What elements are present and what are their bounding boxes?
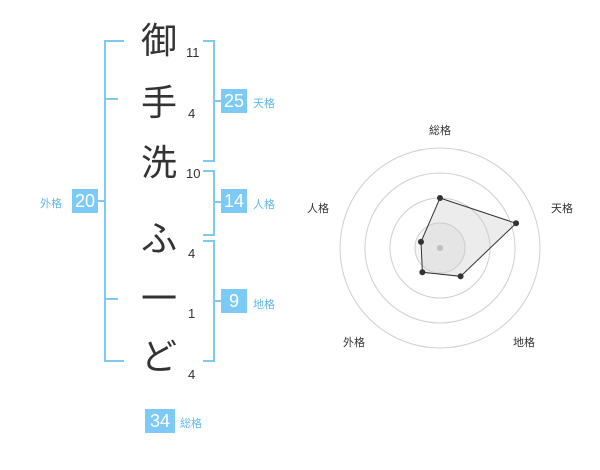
gaikaku-label: 外格 xyxy=(40,197,62,210)
chikaku-bracket xyxy=(203,240,215,362)
tenkaku-connector xyxy=(215,100,221,102)
chikaku-value: 9 xyxy=(221,289,247,313)
gaikaku-bracket-tick-bottom xyxy=(104,298,118,300)
jinkaku-connector xyxy=(215,201,221,203)
radar-point-4 xyxy=(419,269,426,276)
name-char-6: ど xyxy=(141,337,178,378)
name-char-3: 洗 xyxy=(141,143,178,184)
name-char-5: 一 xyxy=(141,279,178,320)
radar-point-1 xyxy=(437,195,443,201)
gaikaku-bracket xyxy=(104,40,124,362)
radar-point-2 xyxy=(513,220,520,227)
radar-axis-label-3: 地格 xyxy=(513,335,535,349)
radar-value-shape xyxy=(420,197,518,277)
jinkaku-bracket xyxy=(203,170,215,236)
stroke-count-6: 4 xyxy=(188,367,196,382)
radar-axis-label-2: 天格 xyxy=(551,201,573,215)
jinkaku-value: 14 xyxy=(221,189,247,213)
stroke-count-5: 1 xyxy=(188,306,196,321)
stroke-count-2: 4 xyxy=(188,106,196,121)
radar-center-dot xyxy=(437,245,443,251)
stroke-count-1: 11 xyxy=(186,45,200,60)
radar-point-5 xyxy=(417,238,424,245)
tenkaku-label: 天格 xyxy=(253,97,275,110)
gaikaku-bracket-tick-top xyxy=(104,98,118,100)
radar-axis-label-5: 人格 xyxy=(307,201,329,215)
tenkaku-bracket xyxy=(203,40,215,162)
soukaku-label: 総格 xyxy=(180,417,202,430)
soukaku-value: 34 xyxy=(145,409,175,433)
name-char-1: 御 xyxy=(141,21,178,62)
name-char-2: 手 xyxy=(141,83,178,124)
radar-axis-label-4: 外格 xyxy=(343,335,365,349)
jinkaku-label: 人格 xyxy=(253,198,275,211)
radar-points xyxy=(417,195,520,280)
name-char-4: ふ xyxy=(141,219,178,260)
tenkaku-value: 25 xyxy=(221,89,247,113)
radar-chart: 総格 天格 地格 外格 人格 xyxy=(307,123,573,349)
radar-ring-4 xyxy=(339,147,541,349)
gaikaku-value: 20 xyxy=(72,189,98,213)
radar-ring-3 xyxy=(364,172,516,324)
stroke-count-3: 10 xyxy=(186,166,201,181)
radar-point-3 xyxy=(457,273,464,280)
chikaku-label: 地格 xyxy=(253,298,275,311)
radar-axis-label-1: 総格 xyxy=(429,123,451,137)
stroke-count-4: 4 xyxy=(188,246,196,261)
gaikaku-connector xyxy=(98,200,104,202)
chikaku-connector xyxy=(215,300,221,302)
